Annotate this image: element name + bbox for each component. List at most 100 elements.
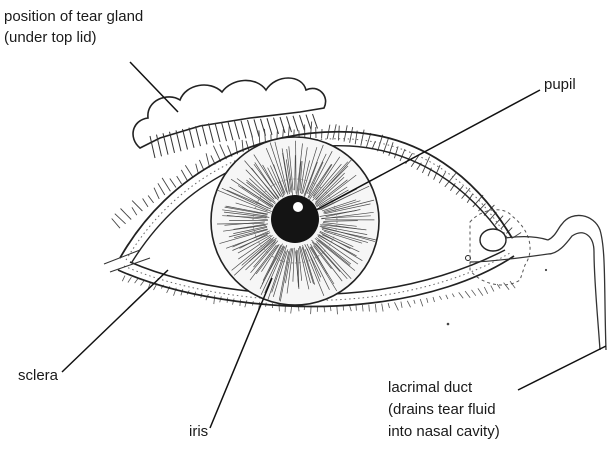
- label-lacrimal-duct-line1: lacrimal duct: [388, 379, 472, 397]
- eyelash: [148, 196, 154, 203]
- label-pupil: pupil: [544, 76, 576, 94]
- label-tear-gland-line1: position of tear gland: [4, 8, 143, 26]
- hatch-stroke: [196, 126, 201, 146]
- eyelash: [181, 170, 187, 181]
- eyelash: [478, 288, 483, 295]
- eyelash: [337, 306, 338, 314]
- hatch-stroke: [222, 122, 227, 141]
- label-lacrimal-duct-line3: into nasal cavity): [388, 423, 500, 441]
- eyelash: [177, 176, 182, 184]
- hatch-stroke: [235, 121, 240, 139]
- eyelash: [122, 276, 125, 282]
- eyelash: [196, 164, 199, 174]
- leader-lacrimal-duct: [518, 346, 606, 390]
- hatch-stroke: [183, 129, 188, 150]
- eyelash: [213, 146, 220, 162]
- eyelash: [245, 300, 247, 307]
- eyelash: [361, 130, 364, 146]
- hatch-stroke: [215, 123, 220, 142]
- leader-sclera: [62, 270, 168, 372]
- lacrimal-duct-tube-inner: [548, 233, 600, 350]
- eyelash: [170, 179, 176, 188]
- pupil-highlight: [293, 202, 303, 212]
- eyelash: [401, 302, 402, 308]
- iris-fiber: [296, 141, 297, 194]
- label-tear-gland-line2: (under top lid): [4, 29, 97, 47]
- eyelash: [158, 183, 165, 195]
- hatch-stroke: [267, 118, 272, 135]
- hatch-stroke: [254, 119, 259, 136]
- hatch-stroke: [189, 128, 194, 148]
- hatch-stroke: [176, 130, 181, 151]
- eyelash: [446, 295, 448, 299]
- leader-pupil: [316, 90, 540, 210]
- leader-tear-gland: [130, 62, 178, 112]
- eyelash: [369, 305, 370, 312]
- eyelash: [143, 199, 148, 207]
- eyelash: [162, 178, 170, 191]
- eyelash: [206, 153, 210, 167]
- eyelash: [400, 149, 405, 161]
- eyelash: [135, 279, 138, 283]
- eyelash: [240, 300, 241, 307]
- hatch-stroke: [306, 115, 311, 130]
- eyelash: [185, 165, 193, 177]
- hatch-stroke: [150, 136, 155, 158]
- eyelash: [141, 280, 145, 285]
- eyelash: [510, 281, 515, 288]
- hatch-stroke: [248, 120, 253, 138]
- eyelash: [395, 302, 399, 310]
- eyelash: [439, 296, 441, 300]
- eyelash: [132, 207, 137, 215]
- eyelash: [504, 283, 510, 290]
- label-sclera: sclera: [18, 367, 58, 385]
- eyelash: [414, 300, 415, 304]
- hatch-stroke: [300, 115, 305, 130]
- leader-iris: [210, 278, 272, 428]
- eyelash: [199, 160, 204, 171]
- dot: [447, 323, 450, 326]
- eyelash: [472, 290, 476, 296]
- eyelash: [115, 214, 126, 224]
- eyelash: [128, 277, 131, 282]
- eyelash: [366, 133, 370, 147]
- eyelash: [427, 298, 428, 303]
- eyelash: [310, 122, 311, 139]
- eyelash: [484, 287, 487, 294]
- eyelash: [459, 292, 464, 298]
- eyelash: [375, 304, 376, 312]
- dot: [545, 269, 547, 271]
- eyelash: [382, 304, 383, 312]
- label-iris: iris: [189, 423, 208, 441]
- eyelash: [362, 305, 363, 311]
- eyelash: [350, 127, 353, 143]
- eyelash: [214, 295, 215, 304]
- hatch-stroke: [280, 117, 285, 133]
- eyelash: [112, 219, 120, 229]
- lacrimal-duct-tube: [548, 215, 606, 350]
- hatch-stroke: [274, 118, 279, 134]
- eyelash: [407, 301, 410, 308]
- eyelash: [465, 291, 470, 298]
- eyelash: [491, 286, 494, 292]
- hatch-stroke: [313, 114, 318, 129]
- label-lacrimal-duct-line2: (drains tear fluid: [388, 401, 496, 419]
- eyelash: [350, 306, 352, 312]
- eyelash: [420, 299, 423, 306]
- hatch-stroke: [241, 121, 246, 139]
- eyelash: [388, 303, 389, 308]
- eyelash: [452, 294, 454, 298]
- canaliculus-upper: [505, 237, 548, 240]
- eyelash: [121, 209, 132, 220]
- hatch-stroke: [202, 125, 207, 145]
- hatch-stroke: [209, 123, 214, 142]
- hatch-stroke: [228, 122, 233, 140]
- left-canthus-lines: [104, 250, 150, 272]
- caruncle: [480, 229, 506, 251]
- eyelash: [154, 188, 159, 199]
- eyelash: [433, 297, 435, 302]
- pupil-disc: [271, 195, 319, 243]
- hatch-stroke: [293, 116, 298, 131]
